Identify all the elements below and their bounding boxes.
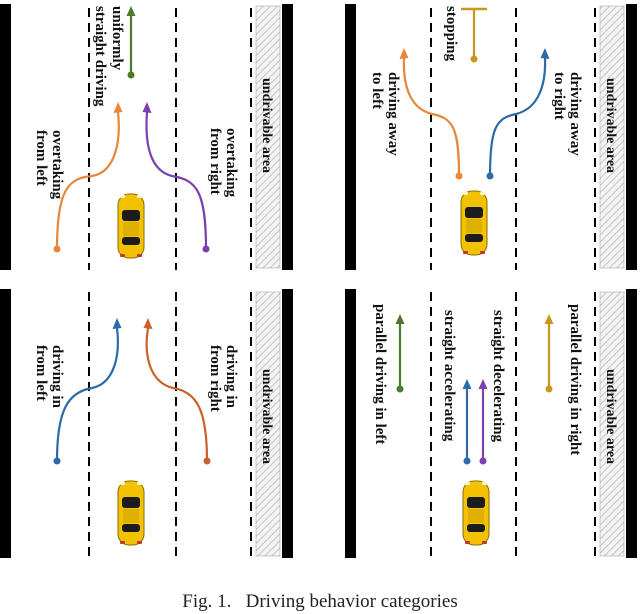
away-left-arrowhead — [399, 48, 409, 59]
parallel-left-start-dot — [396, 385, 404, 393]
label-straight-accelerating: straight accelerating — [441, 310, 457, 442]
label-straight-decelerating: straight decelerating — [490, 310, 506, 443]
undrivable-area-hatch — [255, 291, 281, 557]
uniform-straight-start-dot — [127, 71, 135, 79]
figure-caption: Fig. 1. Driving behavior categories — [182, 591, 457, 612]
road-edge-right — [626, 289, 637, 558]
road-edge-right — [626, 4, 637, 270]
label-undrivable-area: undrivable area — [259, 78, 274, 173]
label-stopping: stopping — [443, 6, 459, 62]
ego-car — [462, 480, 490, 546]
label-in-right-line2: from right — [207, 345, 223, 412]
label-in-left-line1: driving in — [49, 345, 65, 409]
overtaking-left-start-dot — [53, 245, 61, 253]
label-away-right-line2: to right — [551, 72, 567, 120]
label-away-left-line1: driving away — [385, 72, 401, 156]
label-undrivable-area: undrivable area — [259, 369, 274, 464]
label-overtaking-left-line1: overtaking — [49, 130, 65, 200]
road-edge-left — [345, 4, 356, 270]
panel-top-right: stopping driving away to left driving aw… — [345, 4, 637, 270]
overtaking-left-arrowhead — [113, 102, 123, 113]
label-parallel-left: parallel driving in left — [372, 304, 388, 444]
label-away-right-line1: driving away — [567, 72, 583, 156]
away-right-start-dot — [486, 172, 494, 180]
decel-arrowhead — [478, 379, 488, 389]
label-overtaking-left-line2: from left — [33, 130, 49, 186]
undrivable-area-hatch — [599, 5, 625, 269]
road-edge-left — [0, 4, 11, 270]
panel-top-left: uniformly straight driving overtaking fr… — [0, 4, 293, 270]
label-away-left-line2: to left — [369, 72, 385, 109]
panel-bottom-left: driving in from left driving in from rig… — [0, 289, 293, 558]
undrivable-area-hatch — [599, 291, 625, 557]
in-right-arrowhead — [143, 318, 153, 329]
in-left-start-dot — [53, 457, 61, 465]
ego-car — [460, 190, 488, 256]
decel-start-dot — [479, 457, 487, 465]
uniform-straight-arrowhead — [126, 6, 136, 16]
parallel-right-arrowhead — [544, 314, 554, 324]
undrivable-area-hatch — [255, 5, 281, 269]
road-edge-right — [282, 289, 293, 558]
overtaking-left-trajectory — [55, 111, 120, 250]
parallel-right-start-dot — [545, 385, 553, 393]
in-right-trajectory — [145, 327, 209, 462]
ego-car — [117, 480, 145, 546]
accel-arrowhead — [462, 379, 472, 389]
label-in-right-line1: driving in — [223, 345, 239, 409]
overtaking-right-trajectory — [145, 111, 208, 250]
away-left-trajectory — [402, 57, 461, 177]
away-left-start-dot — [455, 172, 463, 180]
parallel-left-arrowhead — [395, 314, 405, 324]
away-right-arrowhead — [540, 48, 550, 59]
road-edge-right — [282, 4, 293, 270]
label-overtaking-right-line2: from right — [207, 128, 223, 195]
label-uniformly-straight-line2: straight driving — [92, 6, 108, 107]
label-parallel-right: parallel driving in right — [567, 304, 583, 455]
road-edge-left — [0, 289, 11, 558]
label-overtaking-right-line1: overtaking — [223, 128, 239, 198]
label-uniformly-straight-line1: uniformly — [109, 6, 125, 71]
overtaking-right-arrowhead — [142, 102, 152, 113]
in-left-arrowhead — [112, 318, 122, 329]
ego-car — [117, 193, 145, 259]
panel-bottom-right: parallel driving in left straight decele… — [345, 289, 637, 558]
road-edge-left — [345, 289, 356, 558]
overtaking-right-start-dot — [202, 245, 210, 253]
away-right-trajectory — [488, 57, 547, 177]
accel-start-dot — [463, 457, 471, 465]
in-left-trajectory — [55, 327, 119, 462]
in-right-start-dot — [203, 457, 211, 465]
label-in-left-line2: from left — [33, 345, 49, 401]
label-undrivable-area: undrivable area — [603, 78, 618, 173]
label-undrivable-area: undrivable area — [603, 369, 618, 464]
stopping-start-dot — [470, 55, 478, 63]
